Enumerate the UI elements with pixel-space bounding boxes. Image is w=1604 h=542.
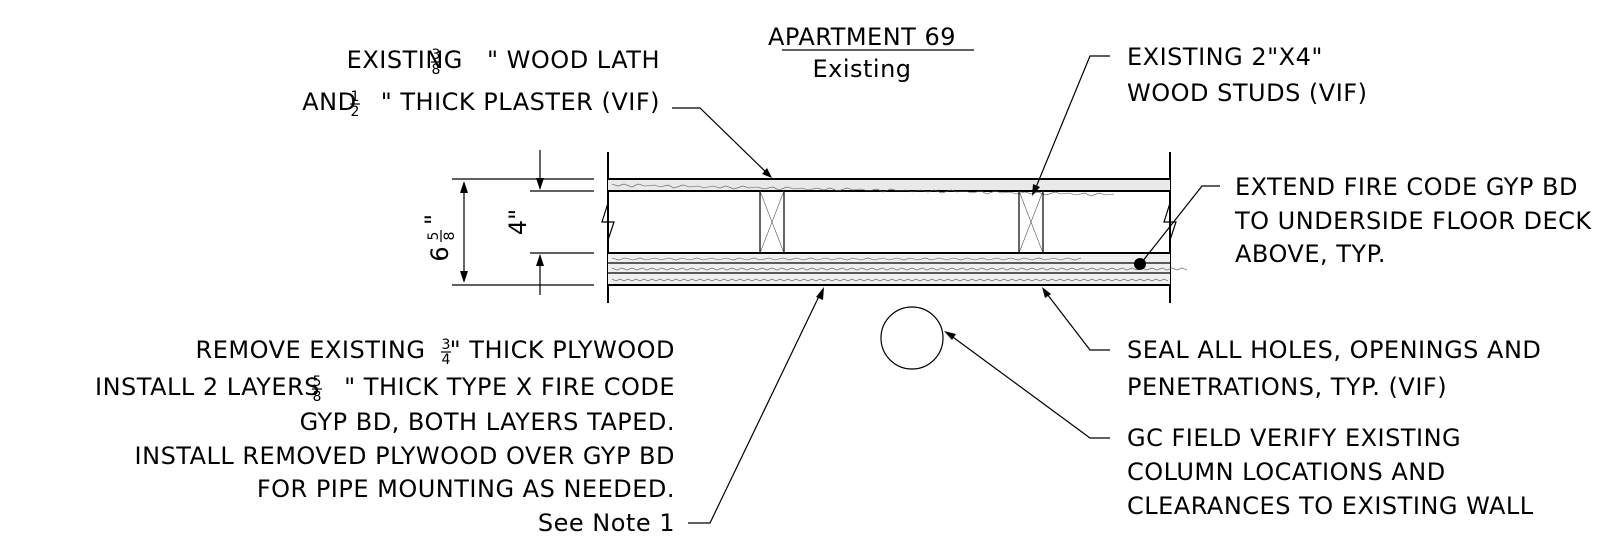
dim-overall-num: 5	[426, 232, 442, 241]
leader-studs	[1033, 55, 1110, 193]
svg-text:4: 4	[442, 352, 451, 368]
leader-seal-arrow	[1042, 287, 1051, 298]
break-line-right	[1163, 202, 1177, 241]
callout-remove-line6: See Note 1	[538, 509, 675, 537]
layer-texture-2	[611, 267, 1188, 271]
leader-extend	[1141, 185, 1220, 263]
callout-remove-line1: REMOVE EXISTING " THICK PLYWOOD	[196, 336, 675, 364]
callout-wood-studs: EXISTING 2"X4" WOOD STUDS (VIF)	[1032, 43, 1367, 196]
leader-gc	[945, 331, 1110, 439]
fraction-3-4: 3 4	[441, 337, 451, 368]
callout-gc-line1: GC FIELD VERIFY EXISTING	[1127, 424, 1461, 452]
leader-lath	[672, 107, 771, 177]
layer-texture-3	[611, 278, 1169, 282]
dim-overall-den: 8	[442, 232, 458, 241]
title-main: APARTMENT 69	[768, 23, 956, 51]
svg-text:3: 3	[432, 47, 441, 63]
plaster-lath-layer	[608, 179, 1170, 191]
dim-overall-whole: 6	[426, 246, 454, 261]
wood-stud-left	[759, 190, 785, 254]
fraction-5-8: 5 8	[312, 374, 322, 405]
callout-extend-line1: EXTEND FIRE CODE GYP BD	[1235, 173, 1578, 201]
wood-stud-right	[1018, 190, 1044, 254]
dimension-lines: 6 5 8 " 4"	[420, 150, 594, 295]
callout-extend-line3: ABOVE, TYP.	[1235, 240, 1386, 268]
callout-remove-line4: INSTALL REMOVED PLYWOOD OVER GYP BD	[135, 442, 675, 470]
leader-lath-arrow	[762, 168, 772, 178]
callout-seal-line1: SEAL ALL HOLES, OPENINGS AND	[1127, 336, 1541, 364]
callout-remove-line3: GYP BD, BOTH LAYERS TAPED.	[300, 408, 675, 436]
leader-remove	[688, 289, 823, 524]
callout-seal-line2: PENETRATIONS, TYP. (VIF)	[1127, 373, 1447, 401]
fraction-3-8: 3 8	[431, 47, 441, 78]
break-line-left	[601, 202, 615, 241]
plaster-texture	[611, 183, 1115, 197]
callout-remove-install: REMOVE EXISTING " THICK PLYWOOD 3 4 INST…	[95, 287, 824, 537]
callout-lath-line1: EXISTING " WOOD LATH	[347, 46, 660, 74]
callout-studs-line1: EXISTING 2"X4"	[1127, 43, 1323, 71]
callout-studs-line2: WOOD STUDS (VIF)	[1127, 79, 1367, 107]
dim-overall-label: 6 5 8 "	[420, 214, 458, 262]
dim-overall-arrow-top	[460, 181, 468, 193]
dim-stud-arrow-top	[536, 178, 544, 190]
svg-text:3: 3	[442, 337, 451, 353]
dim-stud-depth: 4"	[504, 209, 532, 235]
callout-extend-fire-code: EXTEND FIRE CODE GYP BD TO UNDERSIDE FLO…	[1141, 173, 1592, 268]
wall-assembly	[601, 152, 1188, 370]
layer-texture-1	[611, 257, 1082, 261]
callout-lath-line2: AND " THICK PLASTER (VIF)	[302, 88, 660, 116]
callout-gc-verify: GC FIELD VERIFY EXISTING COLUMN LOCATION…	[944, 331, 1534, 520]
callout-remove-line5: FOR PIPE MOUNTING AS NEEDED.	[257, 475, 675, 503]
callout-seal-holes: SEAL ALL HOLES, OPENINGS AND PENETRATION…	[1042, 287, 1541, 401]
dim-stud-arrow-bottom	[536, 254, 544, 266]
leader-gc-arrow	[944, 331, 956, 340]
callout-extend-line2: TO UNDERSIDE FLOOR DECK	[1234, 207, 1592, 235]
svg-text:5: 5	[313, 374, 322, 390]
dim-overall-arrow-bottom	[460, 271, 468, 283]
drawing-title: APARTMENT 69 Existing	[768, 23, 974, 83]
callout-remove-line2: INSTALL 2 LAYERS " THICK TYPE X FIRE COD…	[95, 373, 675, 401]
callout-lath-plaster: EXISTING " WOOD LATH 3 8 AND " THICK PLA…	[302, 46, 772, 178]
callout-gc-line3: CLEARANCES TO EXISTING WALL	[1127, 492, 1534, 520]
svg-text:8: 8	[432, 62, 441, 78]
leader-seal	[1043, 289, 1110, 351]
svg-text:2: 2	[351, 104, 360, 120]
svg-text:8: 8	[313, 389, 322, 405]
existing-column-circle	[880, 306, 944, 370]
dim-overall-unit: "	[420, 214, 448, 225]
callout-gc-line2: COLUMN LOCATIONS AND	[1127, 458, 1446, 486]
title-sub: Existing	[812, 55, 911, 83]
leader-studs-arrow	[1032, 184, 1040, 196]
svg-text:1: 1	[351, 89, 360, 105]
fraction-1-2: 1 2	[350, 89, 360, 120]
leader-remove-arrow	[816, 287, 824, 300]
